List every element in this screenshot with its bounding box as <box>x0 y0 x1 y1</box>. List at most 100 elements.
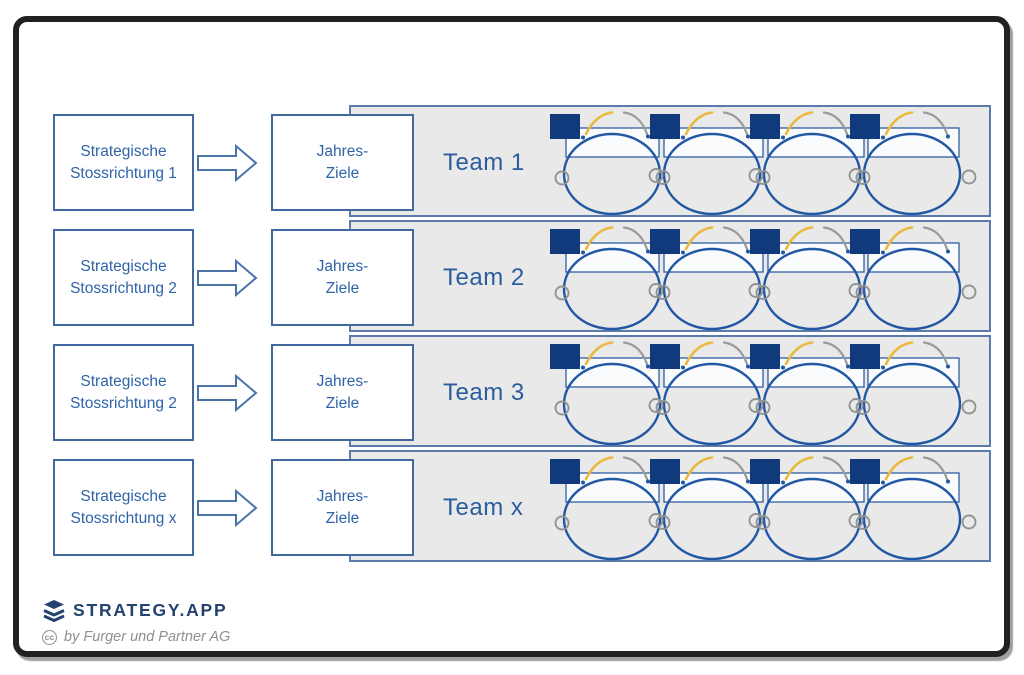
team-row: Team 2 Strategische Stossrichtung 2 Jahr… <box>19 220 1024 332</box>
team-row: Team 3 Strategische Stossrichtung 2 Jahr… <box>19 335 1024 447</box>
milestone-square-icon <box>850 344 880 369</box>
progress-arc-gray-icon <box>822 341 849 366</box>
iteration-loop-icon <box>562 132 662 216</box>
progress-arc-gray-icon <box>822 226 849 251</box>
milestone-square-icon <box>750 114 780 139</box>
arc-end-dot <box>646 364 650 369</box>
annual-goals-line2: Ziele <box>325 164 360 182</box>
arc-start-dot <box>881 480 885 485</box>
attribution-text: by Furger und Partner AG <box>64 629 231 645</box>
milestone-square-icon <box>850 114 880 139</box>
annual-goals-line1: Jahres- <box>316 257 369 275</box>
connector-ring-icon <box>554 400 570 416</box>
connector-ring-icon <box>961 284 977 300</box>
iteration-loop-icon <box>662 247 762 331</box>
team-row: Team 1 Strategische Stossrichtung 1 Jahr… <box>19 105 1024 217</box>
connector-ring-icon <box>748 283 764 298</box>
team-loops-graphic <box>546 105 991 217</box>
brand-name: STRATEGY.APP <box>73 599 228 620</box>
connector-ring-icon <box>755 170 771 185</box>
connector-ring-icon <box>554 515 570 531</box>
progress-arc-yellow-icon <box>784 341 814 366</box>
arc-start-dot <box>681 365 685 370</box>
connector-ring-icon <box>648 168 664 183</box>
progress-arc-yellow-icon <box>684 341 714 366</box>
progress-arc-gray-icon <box>622 341 649 366</box>
milestone-square-icon <box>850 459 880 484</box>
iteration-loop-icon <box>562 247 662 331</box>
arc-end-dot <box>946 249 950 254</box>
progress-arc-yellow-icon <box>884 111 914 136</box>
progress-arc-gray-icon <box>822 111 849 136</box>
strategic-direction-box: Strategische Stossrichtung 2 <box>53 344 194 441</box>
arc-start-dot <box>881 250 885 255</box>
progress-arc-gray-icon <box>922 226 949 251</box>
arc-end-dot <box>646 249 650 254</box>
creative-commons-icon: cc <box>42 629 57 645</box>
arc-end-dot <box>946 364 950 369</box>
annual-goals-line1: Jahres- <box>316 372 369 390</box>
loop-train-svg <box>550 456 977 561</box>
progress-arc-gray-icon <box>622 111 649 136</box>
strategic-direction-line2: Stossrichtung 2 <box>70 279 177 297</box>
annual-goals-line2: Ziele <box>325 394 360 412</box>
connector-ring-icon <box>855 170 871 185</box>
annual-goals-box: Jahres- Ziele <box>271 344 414 441</box>
iteration-loop-icon <box>762 362 862 446</box>
iteration-loop-icon <box>662 362 762 446</box>
arc-end-dot <box>846 249 850 254</box>
connector-ring-icon <box>648 283 664 298</box>
iteration-loop-icon <box>662 477 762 561</box>
iteration-loop-icon <box>562 362 662 446</box>
milestone-square-icon <box>650 459 680 484</box>
progress-arc-yellow-icon <box>884 341 914 366</box>
arc-end-dot <box>846 134 850 139</box>
arrow-right-icon <box>197 488 258 528</box>
arrow-right-icon <box>197 258 258 298</box>
connector-ring-icon <box>848 283 864 298</box>
progress-arc-gray-icon <box>622 456 649 481</box>
arc-end-dot <box>846 364 850 369</box>
connector-ring-icon <box>848 398 864 413</box>
annual-goals-line2: Ziele <box>325 509 360 527</box>
progress-arc-yellow-icon <box>784 456 814 481</box>
attribution-row: cc by Furger und Partner AG <box>42 629 230 645</box>
loop-train-svg <box>550 111 977 216</box>
strategic-direction-box: Strategische Stossrichtung x <box>53 459 194 556</box>
progress-arc-yellow-icon <box>684 111 714 136</box>
arc-end-dot <box>646 134 650 139</box>
progress-arc-yellow-icon <box>584 341 614 366</box>
arc-start-dot <box>781 480 785 485</box>
iteration-loop-icon <box>662 132 762 216</box>
arc-end-dot <box>746 249 750 254</box>
team-loops-graphic <box>546 220 991 332</box>
connector-ring-icon <box>554 170 570 186</box>
strategic-direction-line1: Strategische <box>80 372 167 390</box>
connector-ring-icon <box>755 515 771 530</box>
iteration-loop-icon <box>562 477 662 561</box>
arc-start-dot <box>681 480 685 485</box>
team-loops-graphic <box>546 450 991 562</box>
connector-ring-icon <box>655 515 671 530</box>
progress-arc-gray-icon <box>722 226 749 251</box>
strategic-direction-line2: Stossrichtung 2 <box>70 394 177 412</box>
strategic-direction-line1: Strategische <box>80 487 167 505</box>
progress-arc-yellow-icon <box>884 226 914 251</box>
connector-ring-icon <box>655 400 671 415</box>
arc-start-dot <box>581 365 585 370</box>
layers-logo-icon <box>43 599 65 622</box>
progress-arc-gray-icon <box>922 341 949 366</box>
arc-end-dot <box>746 479 750 484</box>
arc-start-dot <box>781 135 785 140</box>
strategic-direction-line1: Strategische <box>80 142 167 160</box>
iteration-loop-icon <box>862 477 962 561</box>
progress-arc-yellow-icon <box>684 226 714 251</box>
connector-ring-icon <box>648 513 664 528</box>
arc-start-dot <box>581 480 585 485</box>
connector-ring-icon <box>855 400 871 415</box>
team-row: Team x Strategische Stossrichtung x Jahr… <box>19 450 1024 562</box>
connector-ring-icon <box>848 168 864 183</box>
milestone-square-icon <box>550 229 580 254</box>
connector-ring-icon <box>655 285 671 300</box>
connector-ring-icon <box>855 285 871 300</box>
